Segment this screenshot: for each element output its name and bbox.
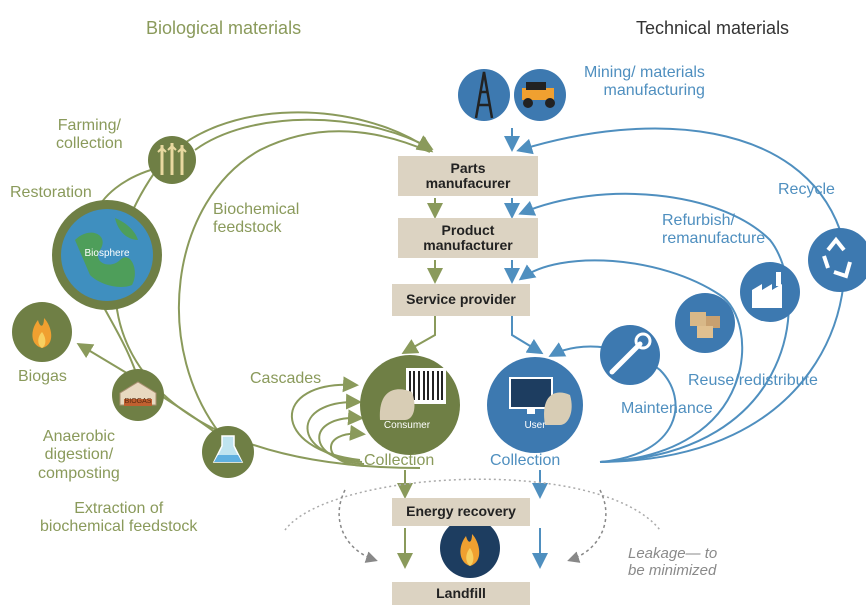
cascade-1 bbox=[290, 376, 361, 461]
label-collection-tech: Collection bbox=[490, 452, 561, 469]
leakage-right bbox=[567, 489, 607, 563]
label-biogas-small: BIOGAS bbox=[124, 398, 152, 405]
label-biochemical-feedstock: Biochemical feedstock bbox=[213, 201, 300, 237]
wrench-icon bbox=[600, 325, 660, 385]
cascade-4 bbox=[330, 424, 367, 467]
label-extraction: Extraction of biochemical feedstock bbox=[40, 500, 198, 536]
oil-derrick-icon bbox=[458, 69, 510, 121]
flame-icon bbox=[12, 302, 72, 362]
boxes-icon bbox=[675, 293, 735, 353]
energy-recovery-box: Energy recovery bbox=[392, 498, 530, 526]
label-anaerobic: Anaerobic digestion/ composting bbox=[38, 428, 120, 482]
label-collection-bio: Collection bbox=[364, 452, 435, 469]
barcode-icon bbox=[360, 355, 460, 455]
label-recycle: Recycle bbox=[778, 181, 835, 198]
label-biogas: Biogas bbox=[18, 368, 67, 385]
leakage-left bbox=[338, 489, 378, 563]
wheat-icon bbox=[148, 136, 196, 184]
tech-loop-maintenance bbox=[548, 342, 677, 463]
factory-icon bbox=[740, 262, 800, 322]
monitor-icon bbox=[487, 357, 583, 453]
label-consumer: Consumer bbox=[383, 420, 431, 431]
product-manufacturer-box: Product manufacturer bbox=[398, 218, 538, 258]
recycle-icon bbox=[808, 228, 866, 292]
bio-loop-feedstock bbox=[178, 130, 431, 441]
mining-truck-icon bbox=[514, 69, 566, 121]
label-maintenance: Maintenance bbox=[621, 400, 713, 417]
label-farming: Farming/ collection bbox=[56, 117, 123, 153]
label-cascades: Cascades bbox=[250, 370, 322, 387]
label-mining: Mining/ materials manufacturing bbox=[584, 64, 705, 100]
label-user: User bbox=[524, 420, 546, 431]
bio-loop-farming bbox=[194, 118, 434, 151]
cascade-3 bbox=[318, 409, 365, 465]
cascade-2 bbox=[306, 393, 363, 463]
label-leakage: Leakage— to be minimized bbox=[628, 545, 718, 580]
label-restoration: Restoration bbox=[10, 184, 92, 201]
globe-icon bbox=[52, 200, 162, 310]
header-technical: Technical materials bbox=[636, 18, 790, 38]
service-provider-box: Service provider bbox=[392, 284, 530, 316]
label-biosphere: Biosphere bbox=[84, 248, 130, 259]
header-biological: Biological materials bbox=[146, 18, 302, 38]
tech-loop-refurbish bbox=[518, 192, 790, 463]
label-reuse: Reuse/redistribute bbox=[688, 372, 818, 389]
parts-manufacturer-box: Parts manufacurer bbox=[398, 156, 538, 196]
landfill-box: Landfill bbox=[392, 582, 530, 605]
flask-icon bbox=[202, 426, 254, 478]
energy-flame-icon bbox=[440, 518, 500, 578]
tech-loop-reuse bbox=[518, 259, 744, 463]
label-refurbish: Refurbish/ remanufacture bbox=[662, 212, 766, 248]
greenhouse-icon bbox=[112, 369, 164, 421]
bio-biogas-arrow bbox=[76, 342, 131, 376]
